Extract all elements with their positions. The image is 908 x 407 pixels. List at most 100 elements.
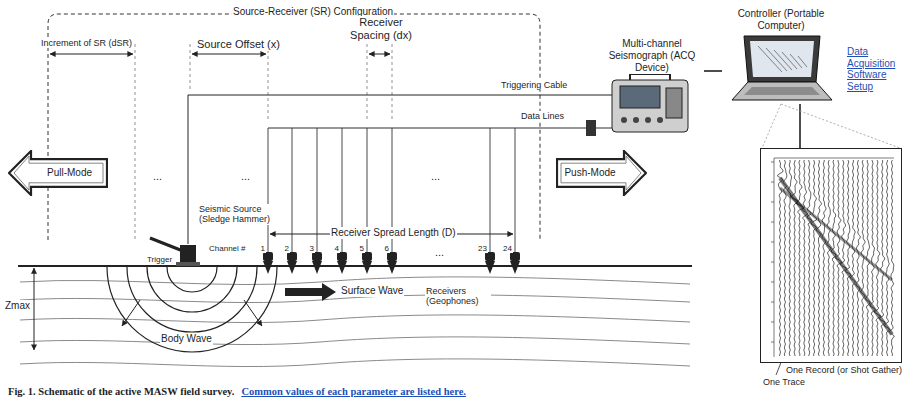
seismograph-drawing-part <box>633 117 639 123</box>
seismograph-drawing-part <box>645 117 651 123</box>
annotation-label: Triggering Cable <box>500 80 568 90</box>
annotation-label: Zmax <box>4 300 31 312</box>
geophone <box>312 252 322 274</box>
data-line <box>317 128 318 252</box>
laptop-drawing-part <box>750 41 814 77</box>
channel-number: 3 <box>298 244 315 253</box>
ellipsis: ... <box>152 170 163 183</box>
seismograph-drawing-part <box>620 86 660 108</box>
annotation-label: Body Wave <box>160 333 213 345</box>
geophone <box>485 252 495 274</box>
zmax-arrow <box>34 268 35 350</box>
node-label: Controller (Portable Computer) <box>722 8 840 32</box>
laptop-drawing-part <box>732 82 832 100</box>
body-wave-fronts <box>107 267 277 352</box>
record-plot-part <box>870 160 876 356</box>
geophone-part <box>337 252 347 261</box>
dimension-lines <box>50 54 513 234</box>
laptop-drawing-part <box>758 46 807 72</box>
triggering-cable-part <box>188 95 612 244</box>
dimension-lines-part <box>270 234 513 235</box>
annotation-label: Increment of SR (dSR) <box>40 38 133 48</box>
node-label: Pull-Mode <box>47 167 92 179</box>
channel-number: 1 <box>249 244 266 253</box>
annotation-label: Receivers (Geophones) <box>425 286 491 307</box>
annotation-label: Channel # <box>208 244 246 253</box>
data-line <box>392 128 393 252</box>
record-plot-part <box>771 262 774 263</box>
geophone-part <box>263 252 273 261</box>
laptop-drawing-part-part <box>790 54 802 68</box>
geophone-part <box>485 252 495 261</box>
geophone-part <box>263 261 273 274</box>
geophone <box>263 252 273 274</box>
body-wave-fronts-part <box>107 267 277 352</box>
channel-number: 6 <box>373 244 390 253</box>
geophone-part <box>287 252 297 261</box>
body-wave-fronts-part <box>147 267 237 312</box>
link-text: Common values of each parameter are list… <box>240 386 467 398</box>
data-line <box>515 128 516 252</box>
laptop-drawing-part-part <box>782 52 797 69</box>
seismograph-drawing-part <box>630 74 670 80</box>
channel-number: 2 <box>273 244 290 253</box>
data-line <box>367 128 368 252</box>
record-plot-part <box>822 160 826 356</box>
body-wave-fronts-part <box>122 300 140 326</box>
geophone-part <box>287 261 297 274</box>
record-plot-part <box>774 158 775 357</box>
geophone-part <box>312 261 322 274</box>
surface-wave-arrow <box>285 283 336 301</box>
cable-connector <box>704 70 722 72</box>
laptop-drawing-part <box>744 36 820 82</box>
geophones <box>263 252 520 274</box>
record-plot-part <box>771 282 774 283</box>
annotation-label: Data Lines <box>520 111 565 121</box>
arrow-outline-part <box>9 151 107 195</box>
ground-layers-part <box>20 277 690 285</box>
channel-number: 5 <box>348 244 365 253</box>
ground-layers <box>20 277 690 367</box>
arrow-outline-part <box>557 151 646 195</box>
dimension-lines-part <box>369 54 390 55</box>
dimension-lines-part <box>192 54 266 55</box>
record-plot-part <box>846 160 851 356</box>
sr-configuration-outline-part <box>367 44 368 120</box>
seismograph-drawing-part <box>666 88 682 118</box>
data-line <box>342 128 343 252</box>
record-plot-part <box>771 242 774 243</box>
record-plot-part <box>771 302 774 303</box>
record-plot-part <box>791 160 798 356</box>
zoom-lines <box>762 104 900 148</box>
record-plot-part <box>761 149 902 363</box>
body-wave-fronts-part <box>167 267 217 292</box>
laptop-drawing-part-part <box>758 46 782 72</box>
node-label: Multi-channel Seismograph (ACQ Device) <box>600 38 704 74</box>
record-plot-part <box>856 160 861 356</box>
record-plot-part <box>826 160 831 356</box>
laptop-drawing-part-part <box>766 48 787 71</box>
laptop-drawing <box>722 32 840 104</box>
ground-surface <box>18 265 692 267</box>
link-text: Data Acquisition Software Setup <box>846 46 908 92</box>
annotation-label: Receiver Spread Length (D) <box>330 227 457 239</box>
channel-number: 24 <box>496 244 513 253</box>
mode-arrow: Pull-Mode <box>8 150 108 196</box>
ground-layers-part <box>20 295 690 303</box>
geophone-part <box>312 252 322 261</box>
geophone-part <box>387 261 397 274</box>
body-wave-fronts-part <box>244 300 262 326</box>
annotation-label: One Trace <box>762 377 806 387</box>
record-plot-part <box>874 160 881 356</box>
sledge-hammer <box>150 238 200 266</box>
annotation-label: Source Offset (x) <box>196 38 281 51</box>
ground-layers-part <box>20 359 690 367</box>
annotation-label: Seismic Source (Sledge Hammer) <box>198 204 278 225</box>
data-line <box>490 128 491 252</box>
sledge-hammer-part <box>180 245 196 262</box>
data-line <box>268 128 269 252</box>
figure-caption: Fig. 1. Schematic of the active MASW fie… <box>8 386 234 397</box>
record-plot-part <box>840 160 847 356</box>
shot-gather-panel: One Record (or Shot Gather) <box>760 148 902 376</box>
